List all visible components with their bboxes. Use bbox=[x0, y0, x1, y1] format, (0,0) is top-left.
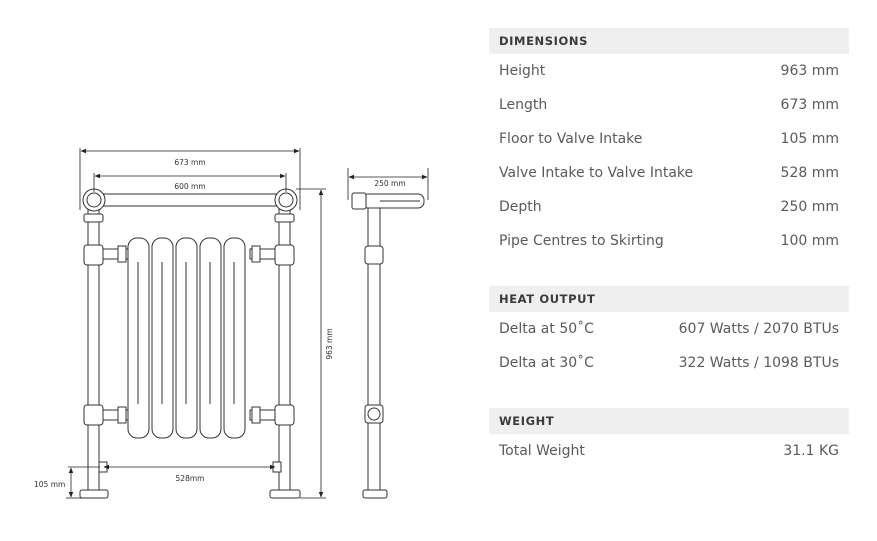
label-rail-length: 600 mm bbox=[174, 182, 205, 191]
radiator-columns bbox=[127, 237, 246, 439]
left-foot bbox=[79, 489, 109, 499]
heat-output-header: HEAT OUTPUT bbox=[489, 286, 849, 312]
spec-label: Length bbox=[499, 97, 548, 113]
spec-label: Total Weight bbox=[499, 443, 585, 459]
spec-row-delta-30: Delta at 30˚C 322 Watts / 1098 BTUs bbox=[489, 346, 849, 380]
label-floor-to-valve: 105 mm bbox=[34, 480, 65, 489]
spec-value: 963 mm bbox=[780, 63, 839, 79]
spec-row-floor-to-valve: Floor to Valve Intake 105 mm bbox=[489, 122, 849, 156]
spec-row-total-weight: Total Weight 31.1 KG bbox=[489, 434, 849, 468]
spec-row-depth: Depth 250 mm bbox=[489, 190, 849, 224]
label-valve-spacing: 528mm bbox=[176, 474, 205, 483]
front-view bbox=[79, 188, 301, 499]
spec-label: Valve Intake to Valve Intake bbox=[499, 165, 694, 181]
spec-value: 607 Watts / 2070 BTUs bbox=[678, 321, 839, 337]
spec-value: 31.1 KG bbox=[783, 443, 839, 459]
spec-row-delta-50: Delta at 50˚C 607 Watts / 2070 BTUs bbox=[489, 312, 849, 346]
label-total-length: 673 mm bbox=[174, 158, 205, 167]
spec-value: 528 mm bbox=[780, 165, 839, 181]
side-view bbox=[351, 192, 425, 499]
spec-value: 105 mm bbox=[780, 131, 839, 147]
spec-value: 673 mm bbox=[780, 97, 839, 113]
spec-value: 250 mm bbox=[780, 199, 839, 215]
spec-value: 322 Watts / 1098 BTUs bbox=[678, 355, 839, 371]
spec-label: Height bbox=[499, 63, 546, 79]
label-height: 963 mm bbox=[325, 328, 334, 359]
label-depth: 250 mm bbox=[374, 179, 405, 188]
spec-value: 100 mm bbox=[780, 233, 839, 249]
specifications-panel: DIMENSIONS Height 963 mm Length 673 mm F… bbox=[489, 28, 849, 468]
spec-row-height: Height 963 mm bbox=[489, 54, 849, 88]
dimensions-header: DIMENSIONS bbox=[489, 28, 849, 54]
weight-header: WEIGHT bbox=[489, 408, 849, 434]
spec-label: Floor to Valve Intake bbox=[499, 131, 643, 147]
spec-row-length: Length 673 mm bbox=[489, 88, 849, 122]
towel-rail bbox=[95, 193, 283, 207]
right-foot bbox=[269, 489, 301, 499]
spec-label: Depth bbox=[499, 199, 542, 215]
spec-label: Delta at 50˚C bbox=[499, 321, 594, 337]
radiator-technical-drawing: 673 mm 600 mm 528mm 105 mm 963 mm 250 mm bbox=[34, 148, 429, 499]
spec-row-pipe-centres: Pipe Centres to Skirting 100 mm bbox=[489, 224, 849, 258]
spec-row-valve-to-valve: Valve Intake to Valve Intake 528 mm bbox=[489, 156, 849, 190]
spec-label: Pipe Centres to Skirting bbox=[499, 233, 664, 249]
spec-label: Delta at 30˚C bbox=[499, 355, 594, 371]
